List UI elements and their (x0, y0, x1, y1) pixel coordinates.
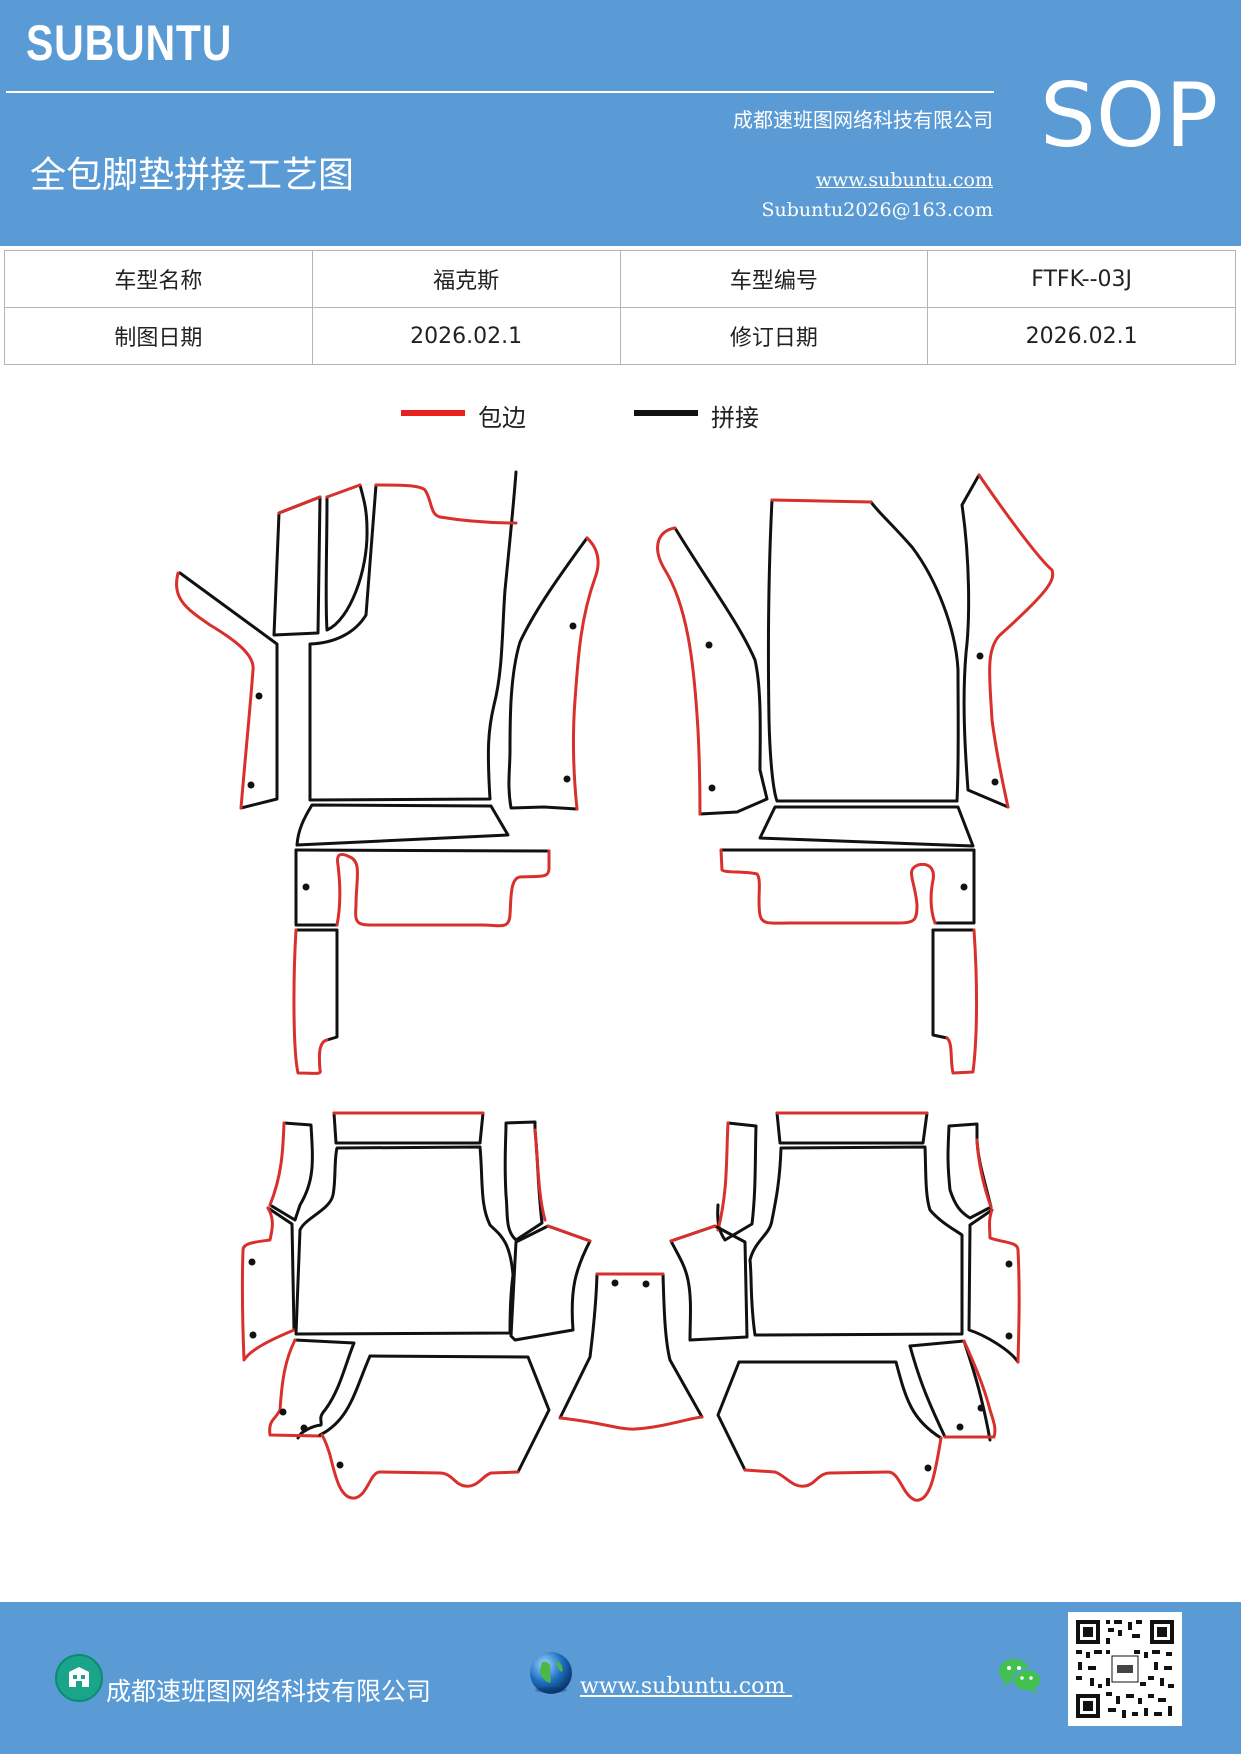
header-email: Subuntu2026@163.com (761, 199, 993, 221)
header-banner: SUBUNTU 成都速班图网络科技有限公司 全包脚垫拼接工艺图 www.subu… (0, 0, 1241, 246)
legend-label-splice: 拼接 (711, 404, 759, 432)
rear-left-mats (240, 1111, 704, 1500)
page-title: 全包脚垫拼接工艺图 (30, 155, 355, 196)
header-divider (6, 91, 994, 93)
globe-icon (528, 1650, 574, 1696)
value-model-name: 福克斯 (311, 250, 621, 308)
front-right-mats (656, 473, 1055, 1075)
sop-badge: SOP (1040, 64, 1219, 167)
fastener-dots (247, 622, 1013, 1472)
qr-code[interactable] (1068, 1612, 1182, 1726)
front-left-mats (175, 470, 600, 1075)
label-model-code: 车型编号 (619, 250, 929, 308)
building-icon (55, 1654, 103, 1702)
table-row: 车型名称 福克斯 车型编号 FTFK--03J (4, 250, 1236, 308)
legend-black-line (634, 410, 698, 416)
label-draw-date: 制图日期 (4, 307, 313, 365)
legend-red-line (401, 410, 465, 416)
value-model-code: FTFK--03J (927, 250, 1236, 308)
info-table: 车型名称 福克斯 车型编号 FTFK--03J 制图日期 2026.02.1 修… (4, 250, 1236, 365)
table-row: 制图日期 2026.02.1 修订日期 2026.02.1 (4, 307, 1236, 365)
rear-right-mats (669, 1111, 1021, 1502)
value-revision-date: 2026.02.1 (927, 307, 1236, 365)
header-website-link[interactable]: www.subuntu.com (815, 169, 993, 191)
header-company: 成都速班图网络科技有限公司 (733, 108, 993, 132)
label-model-name: 车型名称 (4, 250, 313, 308)
value-draw-date: 2026.02.1 (311, 307, 621, 365)
footer-banner: 成都速班图网络科技有限公司 www.subuntu.com (0, 1602, 1241, 1754)
legend-label-binding: 包边 (478, 404, 526, 432)
footer-website-link[interactable]: www.subuntu.com (580, 1674, 793, 1699)
floor-mat-drawing (175, 470, 1055, 1502)
label-revision-date: 修订日期 (619, 307, 929, 365)
brand-logo: SUBUNTU (26, 15, 233, 71)
wechat-icon[interactable] (996, 1654, 1044, 1698)
footer-company: 成都速班图网络科技有限公司 (106, 1677, 432, 1706)
